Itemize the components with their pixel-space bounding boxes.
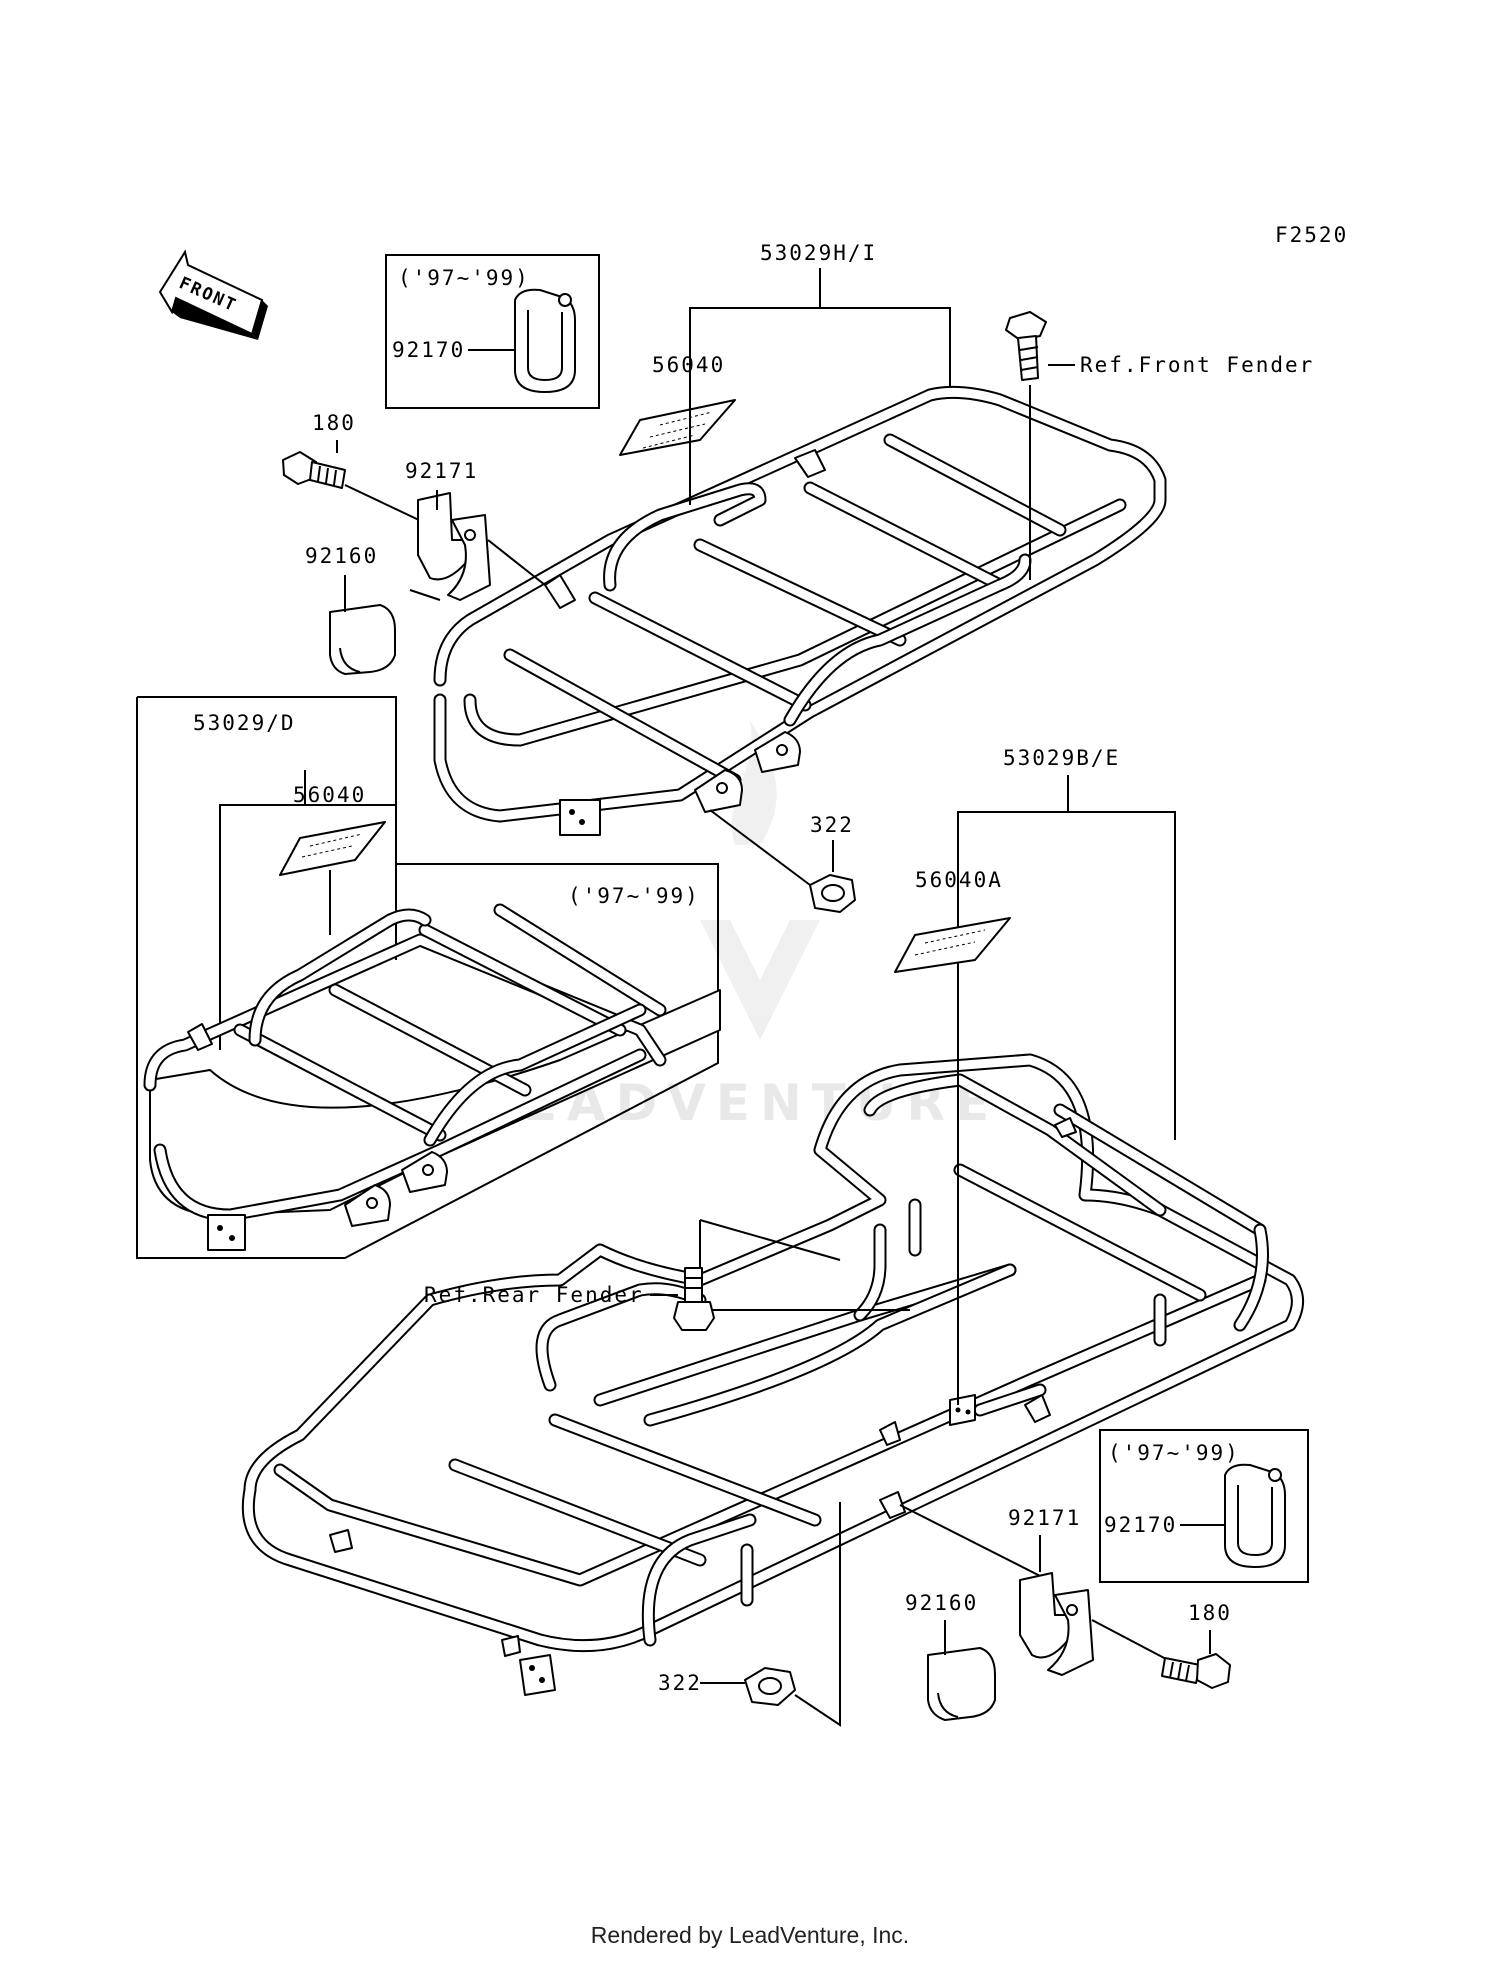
front-fender-ref-label: Ref.Front Fender bbox=[1080, 353, 1314, 377]
rear-clamp-92171-icon bbox=[1019, 1535, 1169, 1676]
rear-cushion-label: 92160 bbox=[905, 1591, 978, 1615]
front-bolt-label: 180 bbox=[312, 411, 356, 435]
rear-cushion-92160-icon bbox=[927, 1620, 996, 1721]
front-fender-bolt-icon bbox=[1005, 311, 1075, 580]
front-decal bbox=[619, 385, 736, 505]
alt-year-label: ('97~'99) bbox=[568, 884, 700, 908]
front-inset-box bbox=[385, 254, 600, 409]
rear-decal-label: 56040A bbox=[915, 868, 1003, 892]
rear-nut-label: 322 bbox=[658, 1671, 702, 1695]
front-arrow-icon: FRONT bbox=[158, 249, 268, 340]
front-cushion-label: 92160 bbox=[305, 544, 378, 568]
rear-inset-clamp-label: 92170 bbox=[1104, 1513, 1177, 1537]
rear-inset-box bbox=[1099, 1429, 1309, 1583]
alt-decal-label: 56040 bbox=[293, 783, 366, 807]
rear-clamp-label: 92171 bbox=[1008, 1506, 1081, 1530]
figure-code: F2520 bbox=[1275, 223, 1348, 247]
rear-nut-322-icon bbox=[700, 1502, 841, 1727]
front-carrier-label: 53029H/I bbox=[760, 241, 877, 265]
front-inset-clamp-label: 92170 bbox=[392, 338, 465, 362]
front-cushion-92160-icon bbox=[329, 575, 396, 675]
front-clamp-label: 92171 bbox=[405, 459, 478, 483]
footer-credit: Rendered by LeadVenture, Inc. bbox=[590, 1922, 910, 1948]
front-inset-year: ('97~'99) bbox=[398, 266, 530, 290]
rear-inset-year: ('97~'99) bbox=[1108, 1441, 1240, 1465]
rear-carrier-label: 53029B/E bbox=[1003, 746, 1120, 770]
front-bolt-180-icon bbox=[282, 440, 441, 531]
alt-carrier-box bbox=[136, 696, 721, 1259]
rear-bolt-180-icon bbox=[1161, 1630, 1231, 1689]
front-nut-322-icon bbox=[709, 809, 856, 913]
rear-bolt-label: 180 bbox=[1188, 1601, 1232, 1625]
rear-carrier bbox=[241, 775, 1304, 1696]
front-decal-label: 56040 bbox=[652, 353, 725, 377]
alt-carrier-label: 53029/D bbox=[193, 711, 296, 735]
front-nut-label: 322 bbox=[810, 813, 854, 837]
rear-fender-ref-label: Ref.Rear Fender bbox=[424, 1283, 644, 1307]
rear-fender-bolt-icon bbox=[650, 1267, 715, 1331]
front-carrier bbox=[433, 268, 1167, 836]
front-clamp-92171-icon bbox=[409, 490, 546, 601]
